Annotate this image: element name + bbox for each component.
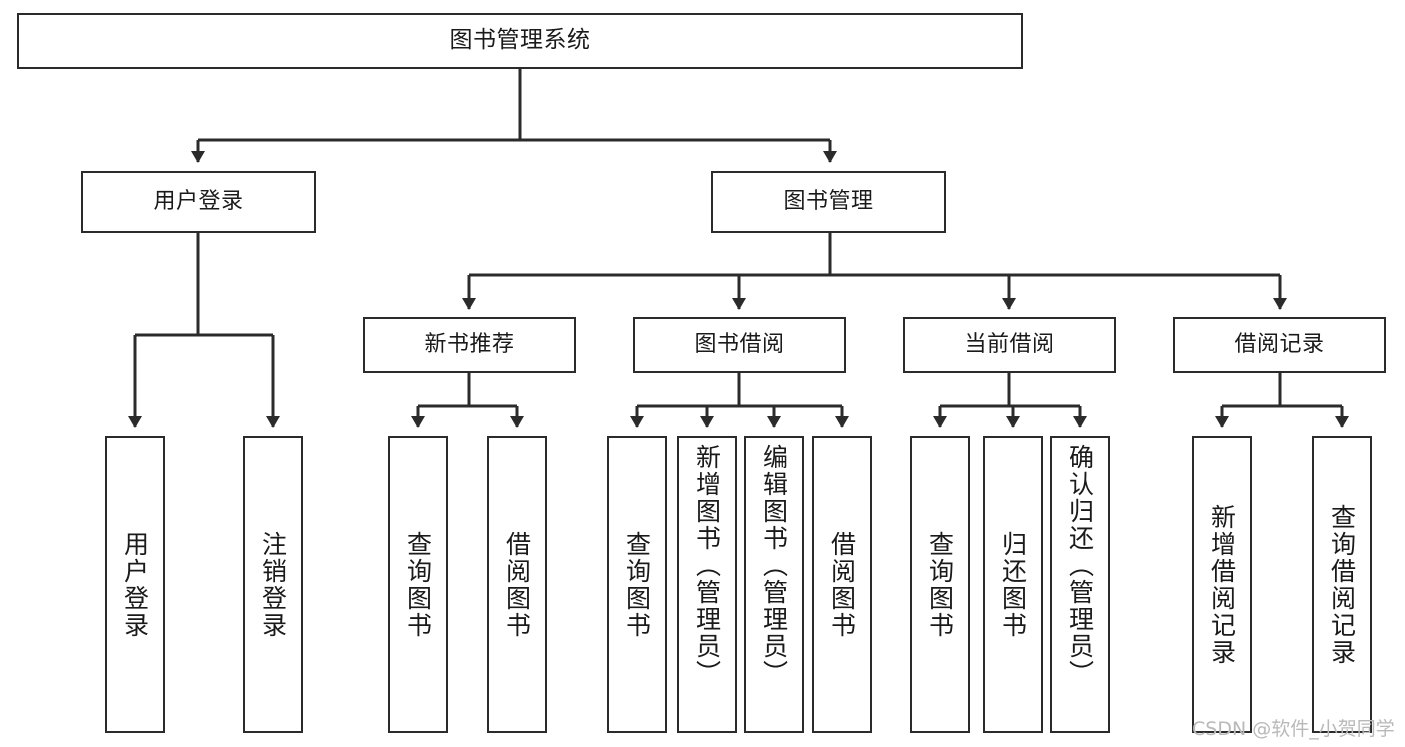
node-leaf-query-book-borrow[interactable]: 查询图书 xyxy=(607,436,667,733)
node-leaf-borrow-book-borrow-label: 借阅图书 xyxy=(827,530,857,639)
node-current-borrow[interactable]: 当前借阅 xyxy=(903,317,1116,373)
node-leaf-return-book[interactable]: 归还图书 xyxy=(983,436,1043,733)
node-leaf-query-borrow-record[interactable]: 查询借阅记录 xyxy=(1312,436,1372,733)
node-leaf-edit-book-admin-label: 编辑图书（管理员） xyxy=(759,444,789,687)
node-leaf-confirm-return-admin[interactable]: 确认归还（管理员） xyxy=(1050,436,1110,733)
node-leaf-add-borrow-record[interactable]: 新增借阅记录 xyxy=(1192,436,1252,733)
node-root-label: 图书管理系统 xyxy=(449,27,591,54)
node-book-management[interactable]: 图书管理 xyxy=(711,171,946,233)
node-leaf-query-book-rec[interactable]: 查询图书 xyxy=(388,436,448,733)
node-leaf-borrow-book-rec-label: 借阅图书 xyxy=(502,530,532,639)
node-current-borrow-label: 当前借阅 xyxy=(964,331,1055,357)
node-leaf-query-book-rec-label: 查询图书 xyxy=(403,530,433,639)
node-user-login-label: 用户登录 xyxy=(153,188,244,214)
node-leaf-query-book-current-label: 查询图书 xyxy=(925,530,955,639)
node-leaf-user-login[interactable]: 用户登录 xyxy=(105,436,165,733)
node-borrow-record-label: 借阅记录 xyxy=(1234,331,1325,357)
node-root[interactable]: 图书管理系统 xyxy=(17,13,1023,69)
node-leaf-add-borrow-record-label: 新增借阅记录 xyxy=(1207,503,1237,666)
node-book-borrow[interactable]: 图书借阅 xyxy=(633,317,846,373)
node-leaf-user-login-label: 用户登录 xyxy=(120,530,150,639)
node-leaf-user-logout-label: 注销登录 xyxy=(258,530,288,639)
node-leaf-user-logout[interactable]: 注销登录 xyxy=(243,436,303,733)
node-leaf-edit-book-admin[interactable]: 编辑图书（管理员） xyxy=(744,436,804,733)
node-leaf-add-book-admin[interactable]: 新增图书（管理员） xyxy=(677,436,737,733)
node-leaf-query-book-current[interactable]: 查询图书 xyxy=(910,436,970,733)
node-new-book-recommend[interactable]: 新书推荐 xyxy=(363,317,576,373)
node-book-borrow-label: 图书借阅 xyxy=(694,331,785,357)
node-new-book-recommend-label: 新书推荐 xyxy=(424,331,515,357)
node-leaf-query-borrow-record-label: 查询借阅记录 xyxy=(1327,503,1357,666)
node-leaf-add-book-admin-label: 新增图书（管理员） xyxy=(692,444,722,687)
node-leaf-borrow-book-rec[interactable]: 借阅图书 xyxy=(487,436,547,733)
node-user-login[interactable]: 用户登录 xyxy=(81,171,316,233)
node-leaf-query-book-borrow-label: 查询图书 xyxy=(622,530,652,639)
node-leaf-confirm-return-admin-label: 确认归还（管理员） xyxy=(1065,444,1095,687)
node-leaf-borrow-book-borrow[interactable]: 借阅图书 xyxy=(812,436,872,733)
node-borrow-record[interactable]: 借阅记录 xyxy=(1173,317,1386,373)
node-leaf-return-book-label: 归还图书 xyxy=(998,530,1028,639)
node-book-management-label: 图书管理 xyxy=(783,188,874,214)
